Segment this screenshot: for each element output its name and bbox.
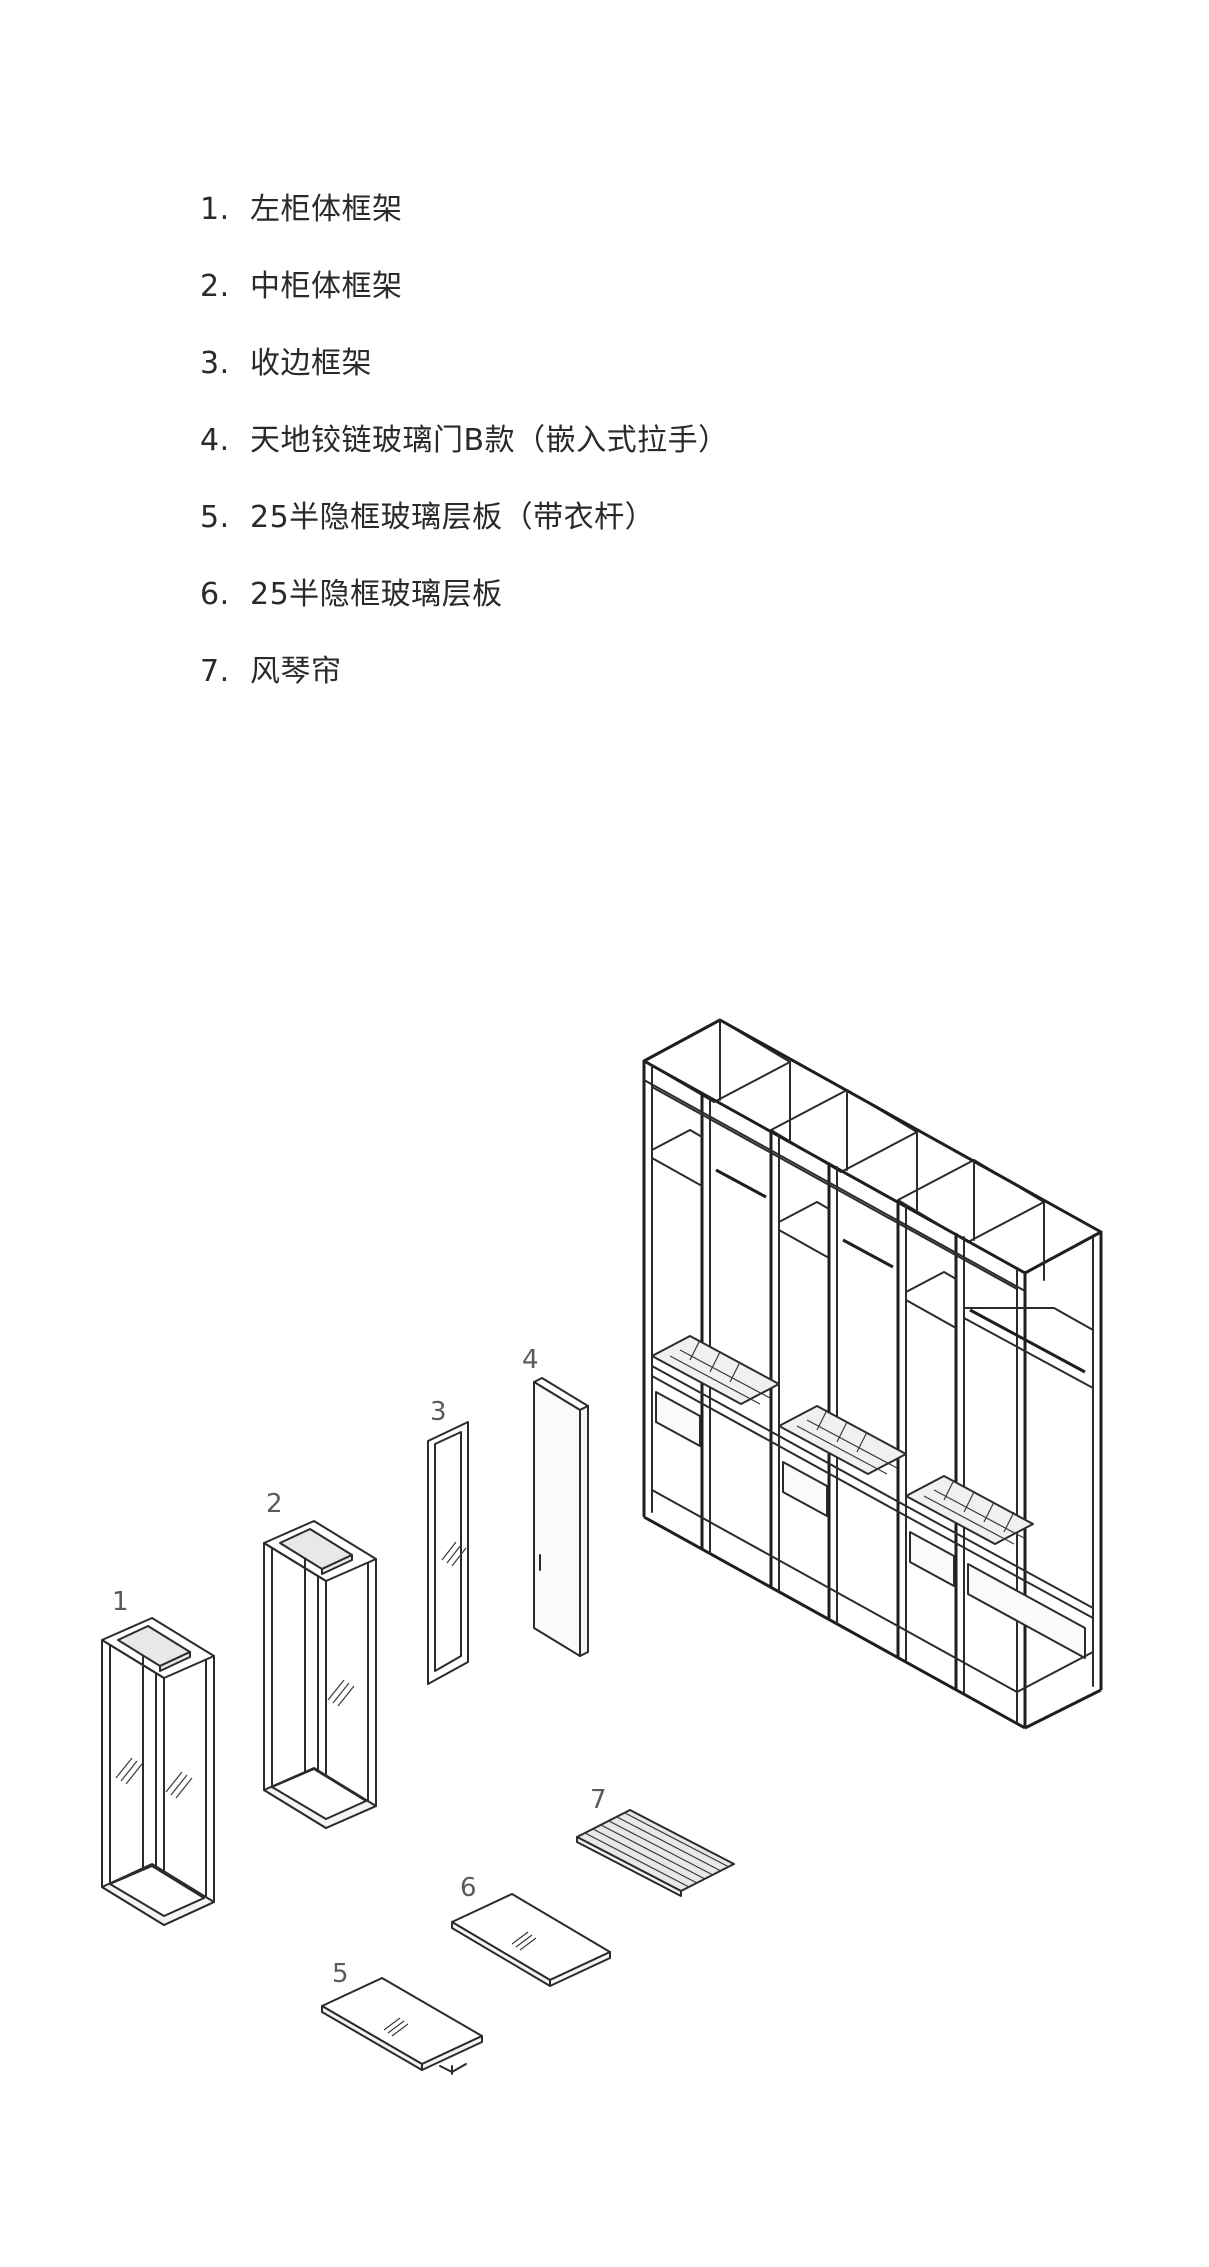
left-cabinet-frame: 1 xyxy=(101,1587,215,1926)
legend-item: 5. 25半隐框玻璃层板（带衣杆） xyxy=(200,494,729,571)
pleated-blind: 7 xyxy=(576,1785,735,1897)
legend-label: 25半隐框玻璃层板（带衣杆） xyxy=(250,500,656,535)
legend-number: 7. xyxy=(200,654,230,689)
part-label-3: 3 xyxy=(430,1397,447,1427)
legend-label: 风琴帘 xyxy=(250,654,342,689)
legend-number: 2. xyxy=(200,269,230,304)
legend-label: 中柜体框架 xyxy=(250,269,403,304)
part-label-1: 1 xyxy=(112,1587,129,1617)
part-label-6: 6 xyxy=(460,1873,477,1903)
legend-item: 6. 25半隐框玻璃层板 xyxy=(200,571,729,648)
legend-item: 4. 天地铰链玻璃门B款（嵌入式拉手） xyxy=(200,417,729,494)
legend-number: 1. xyxy=(200,192,230,227)
glass-shelf: 6 xyxy=(451,1873,611,1987)
legend-number: 3. xyxy=(200,346,230,381)
part-label-7: 7 xyxy=(590,1785,607,1815)
legend-item: 7. 风琴帘 xyxy=(200,648,729,725)
glass-door: 4 xyxy=(522,1345,589,1657)
part-label-2: 2 xyxy=(266,1489,283,1519)
edge-trim-frame: 3 xyxy=(427,1397,469,1685)
legend-number: 4. xyxy=(200,423,230,458)
middle-cabinet-frame: 2 xyxy=(263,1489,377,1829)
parts-legend: 1. 左柜体框架 2. 中柜体框架 3. 收边框架 4. 天地铰链玻璃门B款（嵌入式拉手… xyxy=(200,186,729,725)
legend-label: 天地铰链玻璃门B款（嵌入式拉手） xyxy=(250,423,729,458)
legend-label: 25半隐框玻璃层板 xyxy=(250,577,503,612)
legend-item: 3. 收边框架 xyxy=(200,340,729,417)
part-label-5: 5 xyxy=(332,1959,349,1989)
legend-label: 收边框架 xyxy=(250,346,372,381)
legend-number: 5. xyxy=(200,500,230,535)
glass-shelf-with-rail: 5 xyxy=(321,1959,483,2075)
legend-item: 1. 左柜体框架 xyxy=(200,186,729,263)
legend-label: 左柜体框架 xyxy=(250,192,403,227)
legend-number: 6. xyxy=(200,577,230,612)
assembled-wardrobe xyxy=(642,1018,1103,1730)
part-label-4: 4 xyxy=(522,1345,539,1375)
legend-item: 2. 中柜体框架 xyxy=(200,263,729,340)
